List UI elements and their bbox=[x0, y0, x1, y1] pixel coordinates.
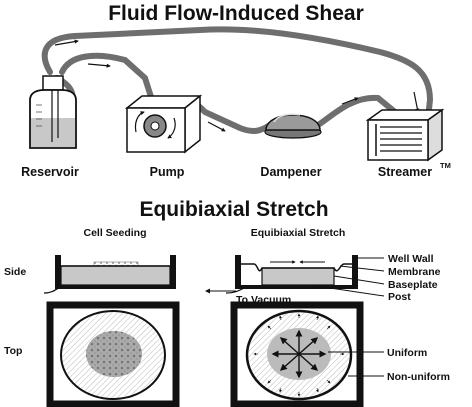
flow-arrows bbox=[54, 39, 420, 132]
streamer-device bbox=[365, 108, 445, 162]
streamer-label: Streamer bbox=[378, 165, 432, 179]
top-view-cell-seeding bbox=[46, 301, 180, 407]
side-view-equibiaxial bbox=[225, 255, 358, 294]
side-view-cell-seeding bbox=[43, 255, 176, 294]
pump-label: Pump bbox=[150, 165, 185, 179]
streamer-trademark: TM bbox=[440, 161, 451, 170]
dampener-device bbox=[264, 113, 322, 139]
callout-baseplate: Baseplate bbox=[388, 279, 438, 291]
callout-leaders bbox=[205, 257, 385, 297]
callout-non-uniform: Non-uniform bbox=[387, 371, 450, 383]
top-view-equibiaxial bbox=[230, 301, 384, 407]
reservoir-label: Reservoir bbox=[21, 165, 79, 179]
row-label-side: Side bbox=[4, 266, 26, 278]
pump-device bbox=[124, 94, 203, 154]
stretch-title: Equibiaxial Stretch bbox=[139, 198, 328, 221]
callout-membrane: Membrane bbox=[388, 266, 441, 278]
shear-title: Fluid Flow-Induced Shear bbox=[108, 2, 364, 25]
reservoir-bottle bbox=[29, 75, 77, 149]
equibiaxial-heading: Equibiaxial Stretch bbox=[251, 227, 346, 239]
tubing-loop bbox=[41, 26, 434, 135]
dampener-label: Dampener bbox=[260, 165, 321, 179]
callout-well-wall: Well Wall bbox=[388, 253, 434, 265]
callout-uniform: Uniform bbox=[387, 347, 427, 359]
row-label-top: Top bbox=[4, 345, 22, 357]
callout-post: Post bbox=[388, 291, 411, 303]
cell-seeding-heading: Cell Seeding bbox=[83, 227, 146, 239]
